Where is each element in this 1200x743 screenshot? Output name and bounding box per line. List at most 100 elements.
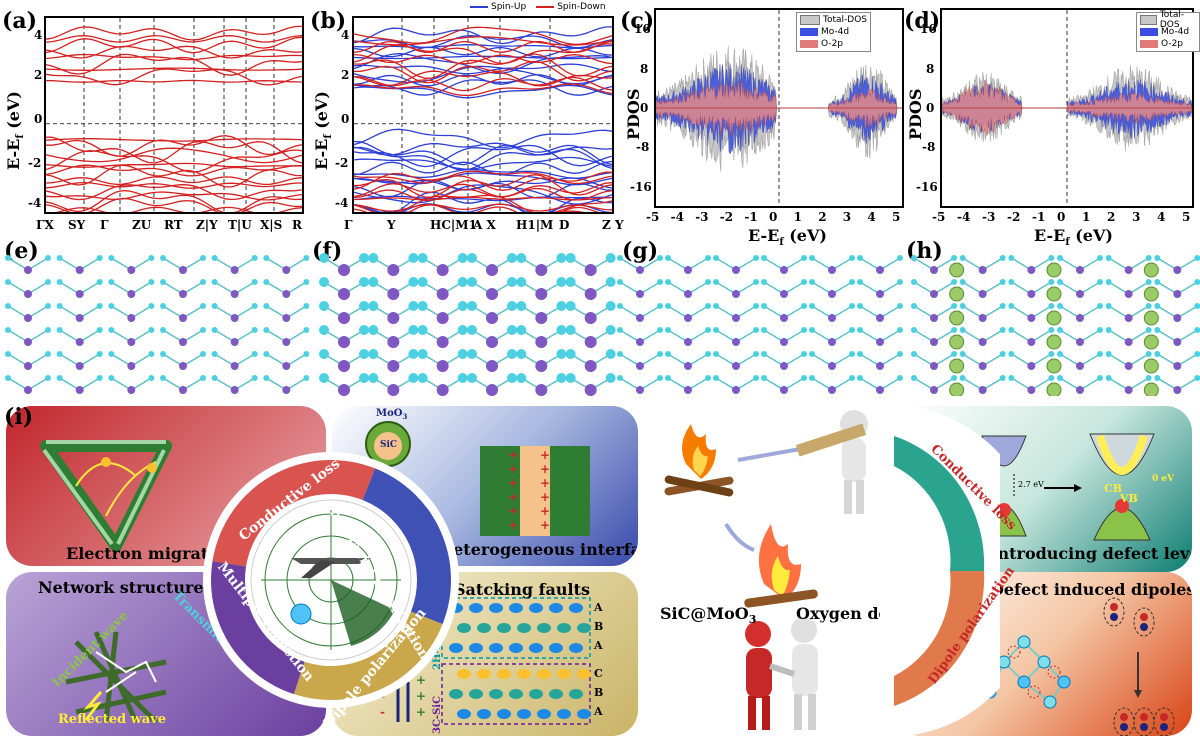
sic-label: SiC [380,440,398,450]
c-ytick-0: 0 [640,101,649,115]
kpoint-label: -3 [982,210,996,224]
kpoint-label: 4 [867,210,876,224]
kpoint-label: -4 [957,210,971,224]
heterogeneous-interfaces-label: Heterogeneous interfaces [438,540,638,559]
kpoint-label: 3 [842,210,852,224]
legend-spin-down: Spin-Down [557,2,606,12]
c-legend: Total-DOS Mo-4d O-2p [796,12,871,52]
kpoint-label: 4 [1157,210,1166,224]
kpoint-label: -2 [719,210,734,224]
panel-label-b: (b) [310,8,347,34]
kpoint-label: 1 [1082,210,1091,224]
panel-a-ylabel: E-Ef (eV) [4,91,27,170]
kpoint-label: H1|M [516,218,554,232]
b-ytick-2: 2 [341,68,350,82]
d-ytick-m8: -8 [922,140,936,154]
kpoint-label: T|U [228,218,252,232]
legend-spin-up: Spin-Up [491,2,527,12]
kpoint-label: 2 [1107,210,1116,224]
d-legend: Total-DOS Mo-4d O-2p [1136,10,1200,52]
b-legend: Spin-Up Spin-Down [470,2,606,12]
kpoint-label: -5 [646,210,660,224]
c-ytick-m16: -16 [630,180,652,194]
kpoint-label: -2 [1007,210,1021,224]
kpoint-label: 5 [892,210,901,224]
interface-charges-left: ++++++ [508,448,519,532]
kpoint-label: A X [473,218,496,232]
kpoint-label: -1 [1032,210,1046,224]
kpoint-label: X|S [260,218,283,232]
interface-charges-right: ++++++ [540,448,551,532]
kpoint-label: 3 [1132,210,1141,224]
c-ytick-16: 16 [634,22,651,36]
kpoint-label: Γ [344,218,353,232]
b-ytick-4: 4 [341,28,350,42]
kpoint-label: HC|M1 [430,218,477,232]
sic-moo3-label: SiC@MoO3 [660,604,757,627]
a-ytick-2: 2 [34,68,43,82]
mechanism-ring [203,452,459,708]
kpoint-label: D [559,218,570,232]
kpoint-label: 2 [818,210,827,224]
b-ytick-m4: -4 [335,196,349,210]
gap-label-2: 0 eV [1152,474,1175,484]
kpoint-label: -5 [932,210,946,224]
panel-label-g: (g) [622,238,659,264]
svg-text:+: + [416,705,426,719]
d-ytick-0: 0 [926,101,935,115]
kpoint-label: ZU [132,218,152,232]
kpoint-label: 1 [793,210,802,224]
kpoint-label: 0 [1057,210,1066,224]
right-arc [880,406,1000,736]
kpoint-label: Y [387,218,396,232]
campfire-icon [664,424,734,497]
introducing-defect-level-label: Introducing defect level [990,544,1192,563]
d-ytick-m16: -16 [916,180,938,194]
svg-text:+: + [416,673,426,687]
atomic-structures [5,253,1200,396]
band-structure-a [44,16,304,220]
kpoint-label: -3 [695,210,709,224]
dipole-molecules [983,597,1175,736]
panel-label-i: (i) [4,404,34,430]
kpoint-label: Z|Y [196,218,218,232]
panel-label-d: (d) [904,8,941,34]
person-carrying-icon [795,410,868,514]
panel-d-ylabel: PDOS [906,88,925,140]
cb-label-2: CB [1104,482,1123,495]
band-structure-b [352,16,614,230]
kpoint-label: Z Y [602,218,624,232]
kpoint-label: -4 [670,210,684,224]
campfire-large-icon [744,524,818,608]
a-ytick-4: 4 [34,28,43,42]
network-structure-label: Network structure [38,578,204,597]
wave-network-icon [65,630,167,724]
triangle-network-icon [40,440,172,552]
kpoint-label: R [292,218,302,232]
kpoint-label: -1 [744,210,758,224]
kpoint-label: Γ [100,218,109,232]
defect-induced-dipoles-label: Defect induced dipoles [990,580,1192,599]
stacking-diagram: -+-+-+ [380,597,591,725]
a-ytick-m4: -4 [28,196,42,210]
a-ytick-0: 0 [34,112,43,126]
electron-migrating-label: Electron migrating [66,544,238,563]
stacking-faults-label: Satcking faults [454,580,590,599]
reflected-wave-label: Reflected wave [58,712,167,727]
panel-label-c: (c) [620,8,655,34]
moo3-label: MoO3 [376,408,408,421]
d-xlabel: E-Ef (eV) [1034,226,1113,249]
svg-text:-: - [380,705,385,719]
handshake-icon [745,617,818,730]
interface-diagram [365,421,590,536]
d-ytick-8: 8 [926,62,935,76]
pdos-plot-d [940,8,1194,208]
a-ytick-m2: -2 [28,156,42,170]
b-ytick-0: 0 [341,112,350,126]
kpoint-label: 5 [1182,210,1191,224]
c-xlabel: E-Ef (eV) [748,226,827,249]
d-ytick-16: 16 [920,22,937,36]
kpoint-label: SY [68,218,86,232]
